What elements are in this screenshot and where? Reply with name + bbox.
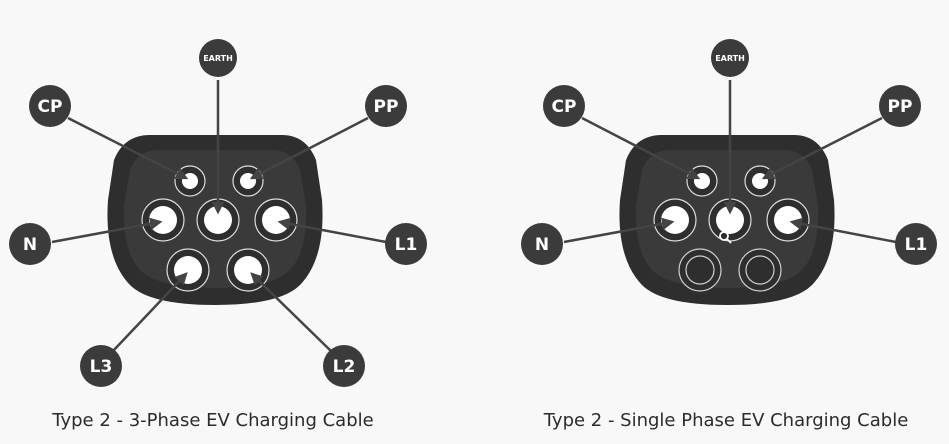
label-n-left-text: N (23, 235, 37, 255)
label-l2-left: L2 (323, 345, 365, 387)
label-n-right: N (521, 223, 563, 265)
pin-cp-right (686, 165, 718, 197)
label-earth-right: EARTH (711, 39, 749, 77)
label-l1-right-text: L1 (905, 235, 928, 255)
label-cp-left-text: CP (38, 97, 63, 117)
arrow-n-left (51, 217, 163, 244)
arrow-n-right (563, 217, 675, 244)
arrow-l3-left (111, 272, 188, 353)
connector-diagram: EARTH CP PP N L1 L3 (9, 39, 937, 387)
label-earth-left: EARTH (199, 39, 237, 77)
label-pp-left: PP (365, 85, 407, 127)
pin-earth-left (196, 198, 240, 242)
pin-l1-left (254, 198, 298, 242)
magnifier-icon (719, 231, 732, 244)
pin-l1-right (766, 198, 810, 242)
label-cp-right-text: CP (552, 97, 577, 117)
label-pp-right-text: PP (888, 97, 913, 117)
pin-pp-left (232, 165, 264, 197)
three-phase-connector: EARTH CP PP N L1 L3 (9, 39, 427, 387)
pin-l3-left (166, 248, 210, 292)
arrow-l1-right (789, 217, 897, 244)
pin-n-right (653, 198, 697, 242)
arrow-pp-left (249, 116, 369, 180)
label-l3-left-text: L3 (90, 357, 113, 377)
label-n-right-text: N (535, 235, 549, 255)
pin-n-left (141, 198, 185, 242)
arrow-pp-right (761, 116, 883, 180)
arrow-l1-left (277, 217, 387, 244)
label-l1-right: L1 (895, 223, 937, 265)
pin-unused-left-right (678, 248, 722, 292)
label-l3-left: L3 (80, 345, 122, 387)
label-pp-right: PP (879, 85, 921, 127)
arrow-l2-left (250, 272, 333, 353)
label-n-left: N (9, 223, 51, 265)
pin-pp-right (744, 165, 776, 197)
pin-unused-right-right (738, 248, 782, 292)
label-earth-right-text: EARTH (715, 54, 745, 63)
caption-three-phase: Type 2 - 3-Phase EV Charging Cable (52, 410, 374, 431)
label-earth-left-text: EARTH (203, 54, 233, 63)
label-pp-left-text: PP (374, 97, 399, 117)
arrow-cp-left (67, 116, 189, 180)
label-l1-left-text: L1 (395, 235, 418, 255)
label-cp-left: CP (29, 85, 71, 127)
single-phase-connector: EARTH CP PP N L1 (521, 39, 937, 305)
caption-single-phase: Type 2 - Single Phase EV Charging Cable (543, 410, 909, 431)
label-cp-right: CP (543, 85, 585, 127)
pin-cp-left (174, 165, 206, 197)
label-l1-left: L1 (385, 223, 427, 265)
label-l2-left-text: L2 (333, 357, 356, 377)
arrow-cp-right (581, 116, 701, 180)
